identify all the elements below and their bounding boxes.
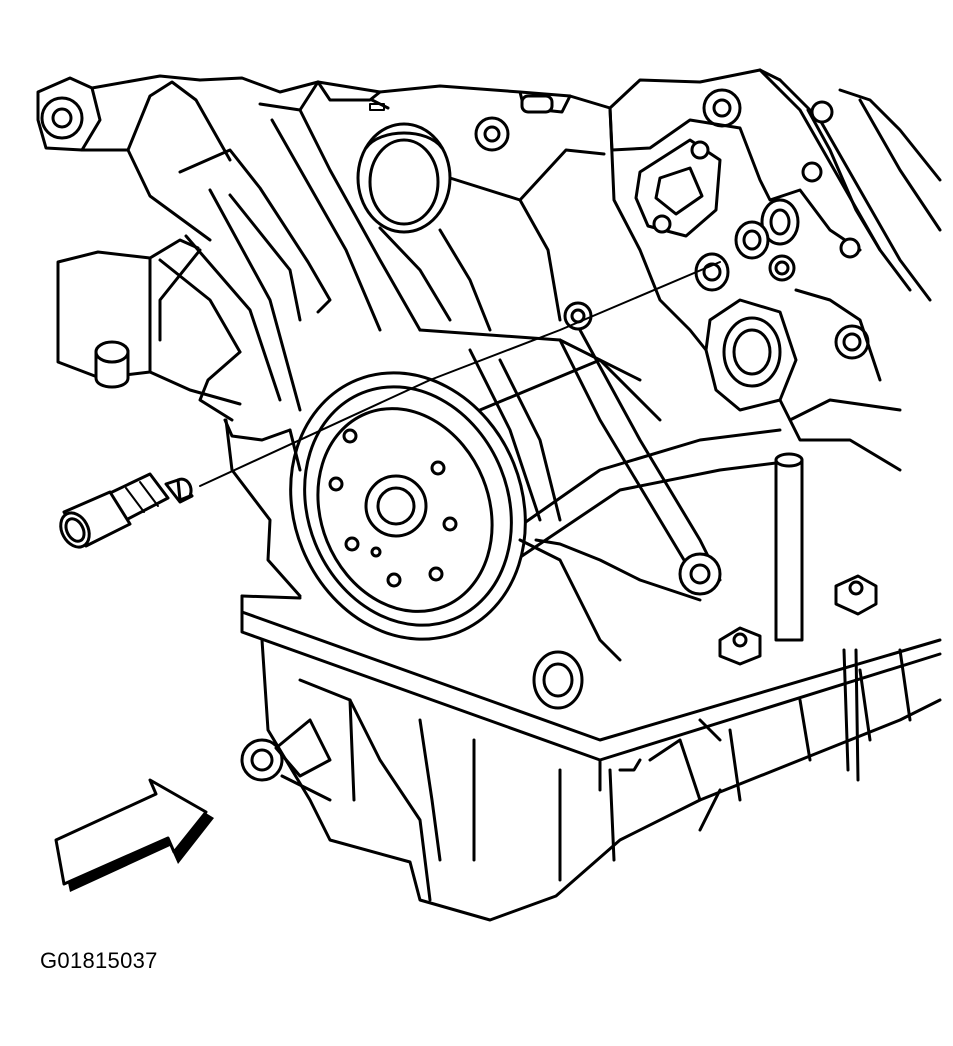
cylinder-head-top <box>198 76 614 152</box>
upper-left-mount-bracket <box>36 74 232 242</box>
vertical-tube <box>774 452 804 642</box>
installation-guide-line <box>199 261 721 487</box>
brace-strut <box>418 328 802 596</box>
left-block-boss <box>56 238 242 406</box>
rear-main-seal-housing <box>289 371 527 641</box>
timing-cover-strip <box>758 68 942 302</box>
upper-bore-boss <box>356 122 606 332</box>
pan-bolt-bosses <box>240 574 878 802</box>
mid-bolt-bosses <box>474 116 593 331</box>
block-rear-face <box>224 348 702 662</box>
crankshaft-position-sensor <box>59 472 194 549</box>
oil-pan <box>240 594 942 922</box>
block-ribs <box>158 102 422 442</box>
front-direction-arrow-icon <box>54 778 214 892</box>
figure-id-label: G01815037 <box>40 948 158 973</box>
right-head-housing <box>608 68 902 472</box>
